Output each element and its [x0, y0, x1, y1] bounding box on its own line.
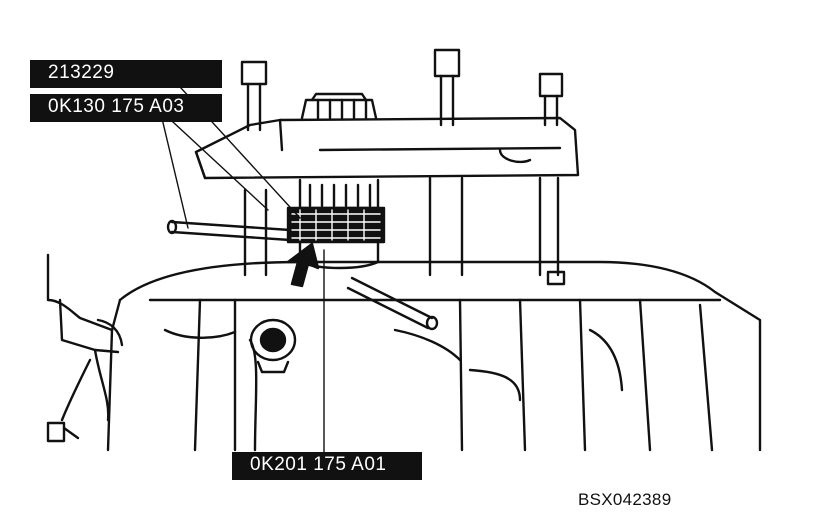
tool-number-label-213229: 213229: [30, 60, 222, 88]
figure-code: BSX042389: [578, 490, 672, 509]
housing-boss: [249, 318, 297, 374]
press-arrow: [286, 242, 320, 288]
transmission-housing: [106, 260, 762, 452]
side-bracket: [46, 253, 124, 443]
top-gear: [300, 92, 378, 120]
tool-number-label-0k201: 0K201 175 A01: [232, 452, 422, 480]
tool-rods: [166, 219, 439, 331]
support-plate: [194, 116, 580, 180]
bolt-posts: [240, 48, 566, 286]
tool-number-label-0k130: 0K130 175 A03: [30, 94, 222, 122]
gear-and-bearing: [286, 178, 386, 270]
